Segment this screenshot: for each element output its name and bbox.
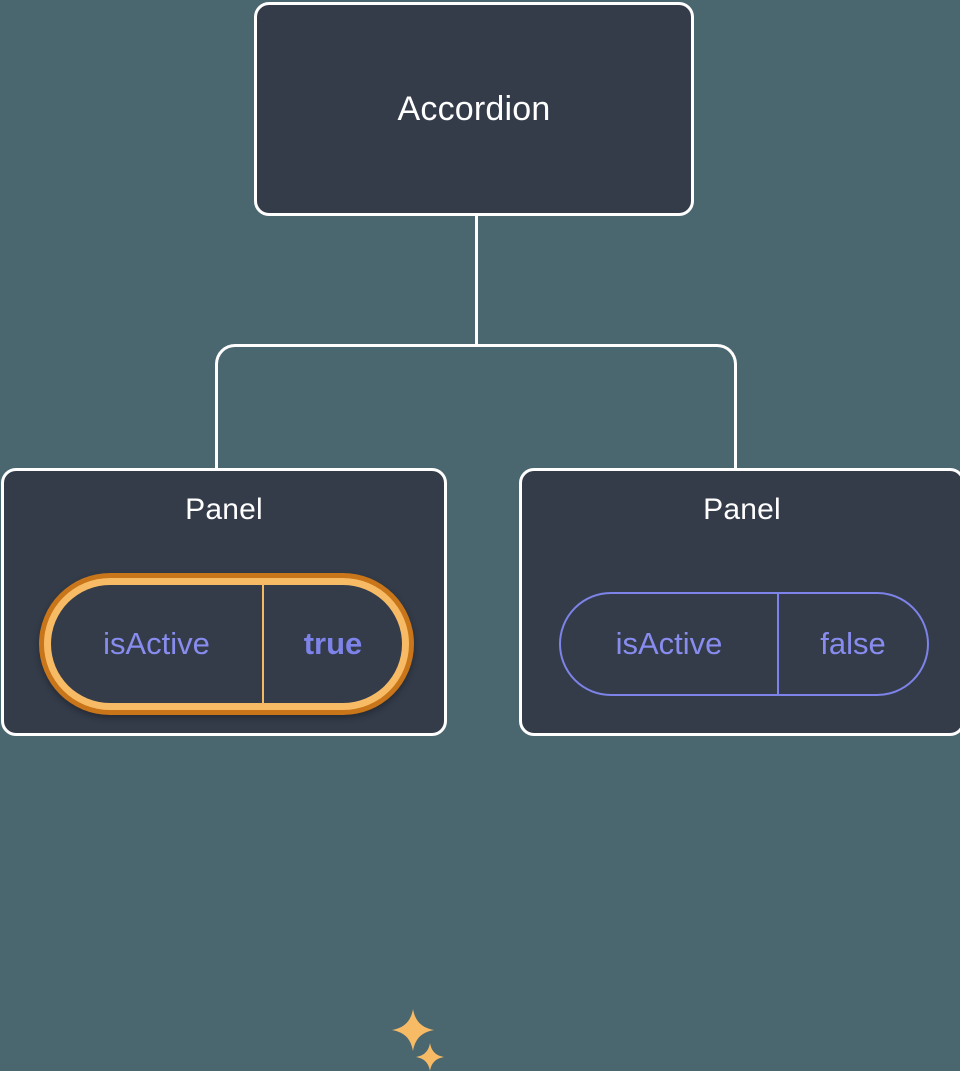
prop-key-label: isActive (103, 626, 210, 661)
node-panel-left[interactable]: Panel isActive true (1, 468, 447, 1071)
prop-pill-body: isActive true (51, 585, 402, 703)
node-accordion[interactable]: Accordion (254, 2, 694, 216)
node-panel-right[interactable]: Panel isActive false (519, 468, 960, 736)
node-panel-right-title: Panel (703, 493, 781, 526)
node-panel-left-title: Panel (185, 493, 263, 526)
prop-key-label: isActive (615, 626, 723, 661)
sparkle-small-icon (416, 1043, 444, 1071)
prop-value-label: false (777, 594, 927, 694)
prop-pill-is-active-false[interactable]: isActive false (559, 592, 929, 696)
sparkle-large-icon (392, 1009, 434, 1051)
node-accordion-title: Accordion (397, 89, 551, 128)
prop-value-label: true (262, 585, 402, 703)
prop-pill-is-active-true[interactable]: isActive true (39, 573, 414, 715)
connector-child-bracket (215, 344, 737, 469)
connector-root-stem (475, 213, 478, 346)
